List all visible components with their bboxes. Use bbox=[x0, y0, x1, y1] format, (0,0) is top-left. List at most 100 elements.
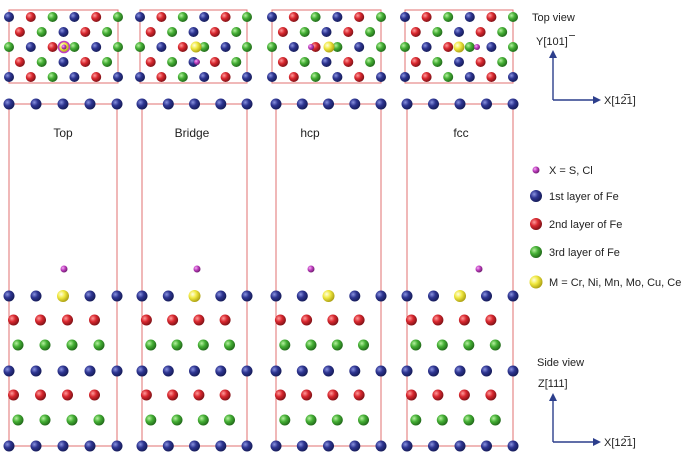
fe-layer-2-atom bbox=[209, 27, 220, 37]
fe-layer-1-atom bbox=[428, 290, 439, 302]
top-views bbox=[4, 9, 518, 84]
top-y-arrowhead bbox=[549, 50, 557, 58]
fe-layer-2-atom bbox=[220, 72, 231, 82]
fe-layer-1-atom bbox=[241, 440, 253, 452]
fe-layer-1-atom bbox=[323, 365, 334, 377]
fe-layer-1-atom bbox=[296, 290, 308, 302]
fe-layer-1-atom bbox=[375, 365, 387, 377]
fe-layer-3-atom bbox=[66, 414, 78, 426]
fe-layer-2-atom bbox=[421, 72, 432, 82]
fe-layer-2-atom bbox=[354, 12, 365, 22]
fe-layer-3-atom bbox=[365, 27, 376, 37]
fe-layer-1-atom bbox=[400, 72, 410, 82]
fe-layer-1-atom bbox=[215, 365, 227, 377]
fe-layer-3-atom bbox=[12, 339, 24, 351]
fe-layer-2-atom bbox=[80, 57, 91, 67]
fe-layer-1-atom bbox=[486, 42, 497, 52]
fe-layer-2-atom bbox=[310, 42, 321, 52]
top-x-arrowhead bbox=[593, 96, 601, 104]
fe-layer-3-atom bbox=[279, 339, 291, 351]
fe-layer-1-atom bbox=[113, 72, 123, 82]
fe-layer-1-atom bbox=[136, 365, 148, 377]
fe-layer-1-atom bbox=[84, 440, 96, 452]
fe-layer-3-atom bbox=[167, 57, 178, 67]
panel-label-bridge: Bridge bbox=[175, 126, 210, 140]
fe-layer-2-atom bbox=[145, 57, 156, 67]
fe-layer-3-atom bbox=[102, 27, 113, 37]
fe-layer-3-atom bbox=[432, 57, 443, 67]
fe-layer-2-atom bbox=[277, 57, 288, 67]
fe-layer-3-atom bbox=[376, 42, 386, 52]
fe-layer-1-atom bbox=[91, 42, 102, 52]
fe-layer-1-atom bbox=[188, 27, 199, 37]
dopant-m-atom bbox=[453, 41, 465, 53]
fe-layer-1-atom bbox=[215, 98, 227, 110]
fe-layer-2-atom bbox=[274, 314, 286, 326]
side-x-axis-label: X[121] bbox=[604, 437, 636, 449]
fe-layer-1-atom bbox=[481, 290, 492, 302]
dopant-m-atom bbox=[322, 290, 335, 302]
fe-layer-1-atom bbox=[428, 440, 439, 452]
fe-layer-1-atom bbox=[3, 290, 15, 302]
fe-layer-3-atom bbox=[242, 12, 252, 22]
top-y-axis-label: Y[101] bbox=[536, 36, 568, 48]
fe-layer-1-atom bbox=[241, 365, 253, 377]
fe-layer-3-atom bbox=[197, 414, 209, 426]
fe-layer-2-atom bbox=[62, 389, 73, 401]
fe-layer-1-atom bbox=[375, 290, 387, 302]
fe-layer-3-atom bbox=[4, 42, 14, 52]
fe-layer-3-atom bbox=[231, 57, 242, 67]
fe-layer-2-atom bbox=[343, 27, 354, 37]
fe-layer-1-atom bbox=[323, 440, 334, 452]
fe-layer-2-atom bbox=[140, 389, 152, 401]
fe-layer-3-atom bbox=[443, 12, 454, 22]
fe-layer-1-atom bbox=[270, 290, 282, 302]
fe-layer-3-atom bbox=[464, 42, 475, 52]
fe-layer-1-atom bbox=[136, 440, 148, 452]
fe-layer-1-atom bbox=[267, 12, 277, 22]
fe-layer-2-atom bbox=[485, 314, 497, 326]
fe-layer-3-atom bbox=[171, 414, 183, 426]
fe-layer-1-atom bbox=[270, 440, 282, 452]
panel-label-hcp: hcp bbox=[300, 126, 320, 140]
fe-layer-2-atom bbox=[89, 314, 100, 326]
top-view-top bbox=[4, 9, 123, 84]
fe-layer-2-atom bbox=[193, 314, 205, 326]
fe-layer-2-atom bbox=[156, 72, 167, 82]
fe-layer-1-atom bbox=[507, 365, 519, 377]
fe-layer-2-atom bbox=[301, 314, 313, 326]
fe-layer-1-atom bbox=[4, 72, 14, 82]
adsorbate-x-atom bbox=[475, 265, 483, 273]
fe-layer-3-atom bbox=[463, 339, 475, 351]
top-view-fcc bbox=[400, 9, 518, 84]
fe-layer-3-atom bbox=[358, 414, 369, 426]
legend-label-m: M = Cr, Ni, Mn, Mo, Cu, Ce bbox=[549, 277, 681, 289]
fe-layer-3-atom bbox=[310, 72, 321, 82]
adsorbate-x-atom bbox=[193, 265, 201, 273]
fe-layer-2-atom bbox=[91, 72, 102, 82]
fe-layer-2-atom bbox=[274, 389, 286, 401]
fe-layer-2-atom bbox=[410, 57, 421, 67]
side-z-axis-label: Z[111] bbox=[538, 378, 568, 390]
fe-layer-1-atom bbox=[507, 290, 519, 302]
fe-layer-2-atom bbox=[458, 389, 470, 401]
fe-layer-1-atom bbox=[84, 365, 96, 377]
fe-layer-1-atom bbox=[375, 440, 387, 452]
fe-layer-3-atom bbox=[47, 12, 58, 22]
fe-layer-1-atom bbox=[3, 98, 15, 110]
fe-layer-1-atom bbox=[481, 98, 492, 110]
fe-layer-1-atom bbox=[30, 98, 42, 110]
fe-layer-3-atom bbox=[410, 339, 422, 351]
fe-layer-3-atom bbox=[331, 414, 343, 426]
fe-layer-1-atom bbox=[401, 290, 413, 302]
legend-label-fe3: 3rd layer of Fe bbox=[549, 247, 620, 259]
fe-layer-3-atom bbox=[93, 339, 105, 351]
fe-layer-1-atom bbox=[454, 27, 464, 37]
fe-layer-2-atom bbox=[432, 314, 444, 326]
fe-layer-3-atom bbox=[135, 42, 145, 52]
fe-layer-1-atom bbox=[30, 365, 42, 377]
side-view-axes: Z[111] X[121] bbox=[538, 378, 636, 449]
fe-layer-2-atom bbox=[475, 27, 486, 37]
top-view-axes: Y[101] X[121] bbox=[536, 35, 636, 107]
fe-layer-1-atom bbox=[3, 365, 15, 377]
